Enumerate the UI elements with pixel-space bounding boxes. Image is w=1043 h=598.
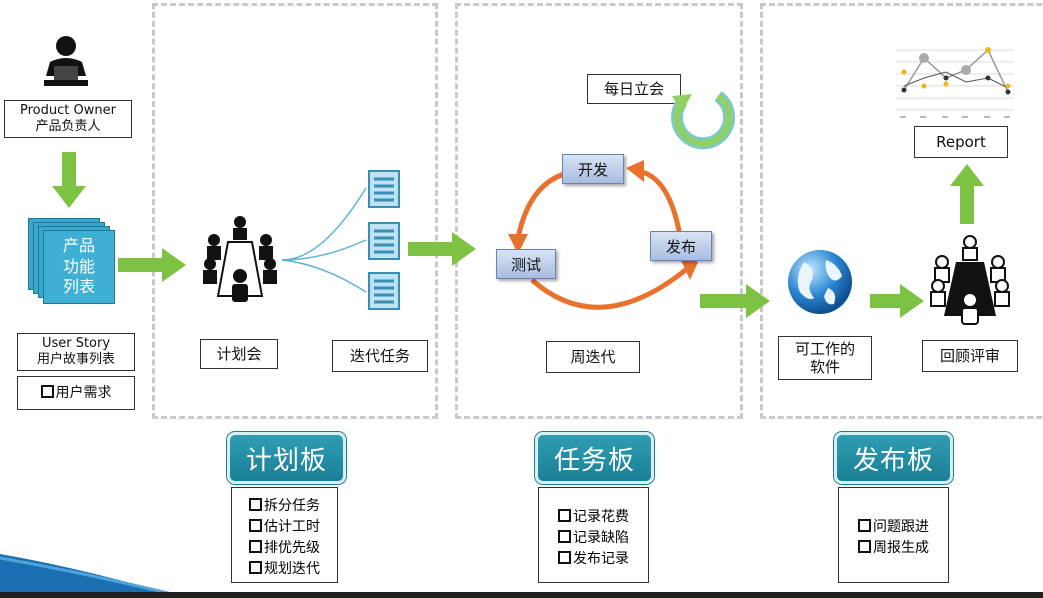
- cycle-test-node: 测试: [496, 249, 556, 279]
- task-doc-icon: [368, 170, 400, 208]
- task-board-title: 任务板: [535, 432, 654, 484]
- planning-item: 估计工时: [249, 517, 320, 538]
- down-arrow: [52, 152, 86, 208]
- report-chart-icon: [896, 47, 1014, 118]
- review-meeting-icon: [930, 235, 1010, 325]
- weekly-iteration-label: 周迭代: [546, 341, 640, 373]
- product-owner-label: Product Owner 产品负责人: [4, 100, 132, 138]
- user-needs-box: 用户需求: [17, 376, 135, 410]
- cycle-arrows: [508, 160, 698, 310]
- release-item: 问题跟进: [858, 517, 929, 538]
- cycle-release-node: 发布: [650, 231, 712, 261]
- cycle-develop-node: 开发: [562, 154, 624, 184]
- task-doc-icon: [368, 272, 400, 310]
- task-panel: [455, 3, 743, 419]
- globe-icon: [788, 250, 852, 314]
- planning-panel: [152, 3, 438, 419]
- planning-board-list: 拆分任务 估计工时 排优先级 规划迭代: [231, 487, 338, 583]
- product-owner-zh: 产品负责人: [35, 119, 101, 134]
- task-item: 记录花费: [558, 507, 629, 528]
- task-fan-lines: [281, 187, 367, 293]
- planning-item: 规划迭代: [249, 559, 320, 580]
- up-arrow: [950, 164, 984, 224]
- task-doc-icon: [368, 222, 400, 260]
- planning-board-title: 计划板: [227, 432, 346, 484]
- working-software-line1: 可工作的: [794, 340, 855, 358]
- daily-standup-label: 每日立会: [587, 74, 681, 104]
- review-label: 回顾评审: [922, 340, 1018, 372]
- meeting-icon: [203, 216, 277, 302]
- product-owner-en: Product Owner: [20, 103, 116, 119]
- standup-cycle-icon: [671, 91, 736, 150]
- backlog-line2: 功能: [62, 256, 95, 276]
- backlog-line3: 列表: [62, 277, 95, 297]
- user-story-en: User Story: [41, 336, 111, 352]
- task-item: 发布记录: [558, 549, 629, 570]
- user-story-label: User Story 用户故事列表: [17, 333, 135, 371]
- user-needs-item: 用户需求: [41, 383, 112, 404]
- report-label: Report: [914, 126, 1008, 158]
- backlog-stack: 产品 功能 列表: [28, 218, 115, 304]
- release-item: 周报生成: [858, 538, 929, 559]
- planning-meeting-label: 计划会: [200, 339, 278, 369]
- planning-item: 排优先级: [249, 538, 320, 559]
- iteration-tasks-label: 迭代任务: [332, 340, 428, 372]
- product-owner-icon: [44, 36, 88, 86]
- task-item: 记录缺陷: [558, 528, 629, 549]
- user-story-zh: 用户故事列表: [36, 352, 115, 367]
- working-software-label: 可工作的 软件: [778, 336, 872, 380]
- release-board-list: 问题跟进 周报生成: [838, 487, 949, 583]
- backlog-line1: 产品: [62, 235, 95, 255]
- release-panel: [760, 3, 1043, 419]
- arrow-to-review: [870, 284, 924, 318]
- release-board-title: 发布板: [834, 432, 953, 484]
- arrow-to-cycle: [408, 232, 476, 266]
- arrow-to-planning: [118, 248, 186, 282]
- planning-item: 拆分任务: [249, 496, 320, 517]
- footer-swoosh: [0, 554, 1043, 598]
- task-board-list: 记录花费 记录缺陷 发布记录: [538, 487, 649, 583]
- working-software-line2: 软件: [809, 358, 840, 376]
- arrow-to-software: [700, 284, 770, 318]
